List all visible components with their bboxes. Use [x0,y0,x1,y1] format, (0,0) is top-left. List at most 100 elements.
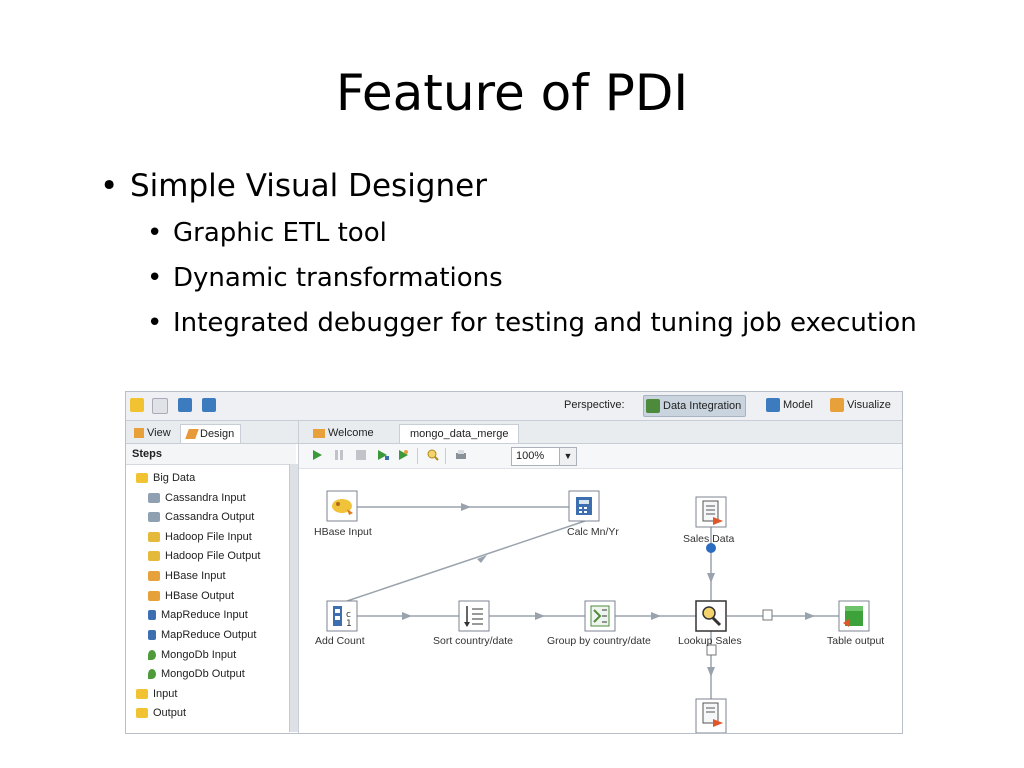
subbullet-2: Dynamic transformations [147,263,917,293]
pause-icon[interactable] [333,449,345,461]
print-icon[interactable] [455,449,467,461]
calc-node[interactable] [568,490,600,522]
tree-folder-output[interactable]: Output [136,704,186,722]
hadoop-icon [148,532,160,543]
folder-icon [136,708,148,719]
lookup-sales-node[interactable] [695,600,727,632]
tree-folder-input[interactable]: Input [136,685,177,703]
left-tabs: View Design [126,421,298,444]
debug-icon[interactable] [397,449,409,461]
cassandra-icon [148,493,160,504]
data-integration-icon [646,399,660,414]
bullet-list: Simple Visual Designer Graphic ETL tool … [100,168,917,353]
toolbar-separator [417,448,418,464]
zoom-select[interactable]: 100% [511,447,561,466]
tree-item-hadoop-file-input[interactable]: Hadoop File Input [148,528,252,546]
bottom-output-node[interactable] [695,698,727,733]
folder-icon [136,689,148,700]
pdi-screenshot: Perspective: Data Integration Model Visu… [125,391,903,734]
chevron-down-icon[interactable]: ▼ [559,447,577,466]
mongodb-icon [148,650,156,661]
tree-item-hbase-output[interactable]: HBase Output [148,587,234,605]
node-label-hbase-input: HBase Input [314,526,372,538]
tab-view[interactable]: View [128,424,177,442]
add-count-node[interactable]: c 1 [326,600,358,632]
tree-folder-big-data[interactable]: Big Data [136,469,195,487]
tree-item-mapreduce-input[interactable]: MapReduce Input [148,606,248,624]
hop-arrow [535,612,545,620]
save-icon[interactable] [178,398,192,412]
info-icon [706,543,716,553]
subbullet-1: Graphic ETL tool [147,218,917,248]
copy-icon [706,644,717,656]
hop-arrow [707,667,715,677]
hop-lines: c 1 [326,490,870,733]
toolbar-separator [445,448,446,464]
hop-calc-addcount [346,520,586,602]
perspective-visualize[interactable]: Visualize [828,395,895,415]
hop-arrow [707,573,715,583]
tree-item-cassandra-input[interactable]: Cassandra Input [148,489,246,507]
welcome-icon [313,428,325,438]
slide-title: Feature of PDI [335,64,689,122]
node-label-sales-data: Sales Data [683,533,735,545]
hadoop-icon [148,551,160,562]
left-panel: View Design Steps Big Data Cassandra Inp… [126,421,299,733]
hop-arrow [477,555,487,563]
sales-data-node[interactable] [695,496,727,528]
bullet-main: Simple Visual Designer [100,168,917,204]
canvas-toolbar: 100% ▼ [299,444,902,469]
tab-design[interactable]: Design [180,424,242,443]
hop-arrow [461,503,471,511]
hbase-icon [148,571,160,582]
group-node[interactable] [584,600,616,632]
main-toolbar: Perspective: Data Integration Model Visu… [126,392,902,421]
document-area: Welcome mongo_data_merge 100% ▼ [299,421,902,733]
svg-text:c: c [346,610,351,620]
tree-item-hadoop-file-output[interactable]: Hadoop File Output [148,547,260,565]
perspective-data-integration[interactable]: Data Integration [643,395,747,417]
hbase-icon [148,591,160,602]
open-folder-icon[interactable] [130,398,144,412]
tree-item-mongodb-input[interactable]: MongoDb Input [148,646,236,664]
tree-item-hbase-input[interactable]: HBase Input [148,567,226,585]
cassandra-icon [148,512,160,523]
hbase-input-node[interactable] [326,490,358,522]
transformation-canvas[interactable]: c 1 [299,469,902,733]
mapreduce-icon [148,610,156,621]
preview-icon[interactable] [377,449,389,461]
mapreduce-icon [148,630,156,641]
tab-welcome[interactable]: Welcome [303,424,384,442]
steps-scrollbar[interactable] [289,464,298,732]
table-output-node[interactable] [838,600,870,632]
run-icon[interactable] [311,449,323,461]
node-label-table-output: Table output [827,635,885,647]
visualize-icon [830,398,844,413]
model-icon [766,398,780,413]
perspective-label: Perspective: [564,399,625,411]
sort-node[interactable] [458,600,490,632]
svg-text:1: 1 [346,619,352,629]
steps-header: Steps [126,444,296,465]
pencil-icon [185,429,199,440]
perspective-model[interactable]: Model [764,395,817,415]
view-icon [134,428,144,439]
inspect-icon[interactable] [427,449,439,461]
hop-arrow [651,612,661,620]
node-label-lookup: Lookup Sales [678,635,742,647]
save-as-icon[interactable] [202,398,216,412]
node-label-group: Group by country/date [547,635,651,647]
document-tabs: Welcome mongo_data_merge [299,421,902,444]
tree-item-mapreduce-output[interactable]: MapReduce Output [148,626,256,644]
tree-item-mongodb-output[interactable]: MongoDb Output [148,665,245,683]
node-label-sort: Sort country/date [433,635,513,647]
hop-arrow [402,612,412,620]
stop-icon[interactable] [355,449,367,461]
node-label-add-count: Add Count [315,635,365,647]
tab-mongo-data-merge[interactable]: mongo_data_merge [399,424,520,443]
copy-icon [762,609,773,621]
node-label-calc: Calc Mn/Yr [567,526,619,538]
folder-icon [136,473,148,484]
tree-item-cassandra-output[interactable]: Cassandra Output [148,508,254,526]
explore-icon[interactable] [152,398,168,414]
